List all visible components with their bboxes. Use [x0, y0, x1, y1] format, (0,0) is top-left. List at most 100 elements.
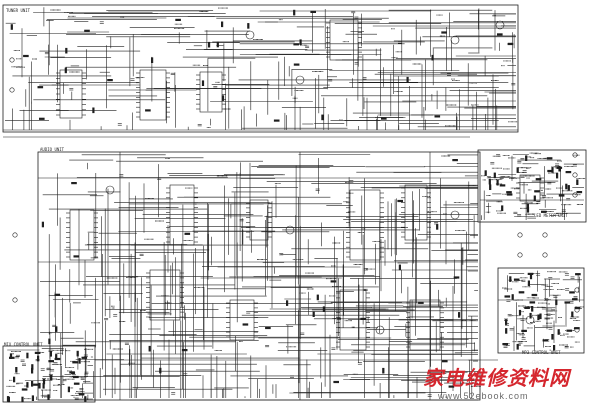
mix-control-unit-outline: [2, 345, 96, 403]
resistor: [273, 119, 280, 122]
resistor: [184, 232, 191, 235]
resistor: [23, 54, 29, 58]
audio-unit-label: AUDIO UNIT: [40, 147, 65, 152]
resistor: [567, 185, 570, 191]
resistor: [489, 184, 492, 190]
transistor: [525, 315, 535, 325]
resistor: [571, 311, 574, 318]
mix-control-unit-label: MIX CONTROL UNIT: [4, 342, 43, 347]
resistor: [67, 386, 70, 393]
resistor: [285, 300, 289, 306]
led-meter-unit-outline: [477, 149, 587, 223]
resistor: [216, 41, 219, 48]
resistor: [312, 311, 315, 318]
resistor: [576, 179, 579, 185]
wire-layer: [3, 7, 584, 401]
resistor: [380, 117, 387, 120]
resistor: [382, 367, 385, 374]
resistor: [555, 172, 559, 179]
resistor: [527, 280, 530, 287]
resistor: [526, 207, 530, 213]
resistor: [406, 76, 409, 83]
resistor: [529, 312, 532, 319]
resistor: [504, 295, 511, 298]
resistor: [47, 394, 50, 401]
resistor: [37, 86, 44, 89]
resistor: [293, 63, 300, 66]
resistor: [537, 314, 540, 321]
resistor: [310, 10, 317, 14]
resistor: [10, 24, 13, 30]
resistor: [64, 67, 67, 74]
resistor: [529, 301, 536, 304]
resistor: [330, 280, 337, 283]
resistor: [501, 205, 504, 211]
resistor: [81, 356, 88, 359]
resistor: [151, 57, 154, 64]
resistor: [525, 155, 528, 161]
connector-terminal: [9, 87, 15, 93]
resistor: [558, 194, 565, 197]
resistor: [30, 380, 34, 387]
resistor: [539, 313, 542, 320]
resistor: [534, 190, 540, 193]
resistor: [265, 326, 271, 330]
resistor: [221, 21, 224, 28]
connector-terminal: [9, 57, 15, 63]
resistor: [441, 31, 447, 34]
resistor: [488, 178, 491, 185]
transistor: [375, 325, 385, 335]
resistor: [50, 374, 53, 381]
resistor: [15, 366, 18, 373]
resistor: [504, 319, 508, 325]
resistor: [333, 380, 340, 384]
resistor: [516, 167, 519, 173]
resistor: [175, 18, 181, 22]
resistor: [452, 159, 458, 162]
resistor: [84, 396, 87, 402]
resistor: [76, 350, 79, 357]
resistor: [107, 79, 113, 82]
resistor: [31, 364, 34, 370]
connector-terminal: [517, 232, 523, 238]
ic-chip: [339, 289, 367, 351]
resistor: [565, 183, 568, 190]
transistor: [105, 185, 115, 195]
connector-terminal: [542, 252, 548, 258]
audio-unit-outline: [37, 151, 481, 401]
resistor: [527, 272, 534, 276]
resistor: [531, 305, 534, 312]
resistor: [557, 329, 560, 335]
resistor: [575, 273, 581, 276]
resistor: [441, 360, 448, 363]
resistor: [322, 306, 326, 313]
resistor: [511, 294, 514, 300]
resistor: [48, 338, 51, 345]
resistor: [293, 43, 300, 46]
resistor: [48, 360, 55, 363]
resistor: [533, 195, 536, 202]
resistor: [453, 276, 460, 279]
transistor: [245, 30, 255, 40]
resistor: [36, 355, 40, 362]
resistor: [516, 343, 519, 350]
ic-chip: [404, 184, 428, 241]
resistor: [54, 293, 61, 296]
resistor: [242, 323, 249, 326]
block-outline-layer: [2, 4, 587, 403]
resistor: [92, 107, 95, 114]
transistor: [450, 35, 460, 45]
resistor: [145, 109, 151, 112]
ic-chip: [149, 269, 181, 321]
resistor: [555, 299, 558, 306]
ic-chip: [249, 199, 269, 241]
resistor: [499, 184, 506, 187]
resistor: [65, 47, 68, 54]
resistor: [576, 191, 583, 194]
resistor: [316, 294, 319, 301]
resistor: [360, 317, 367, 321]
connector-terminal: [574, 287, 580, 293]
resistor: [71, 182, 77, 185]
resistor: [78, 393, 85, 396]
